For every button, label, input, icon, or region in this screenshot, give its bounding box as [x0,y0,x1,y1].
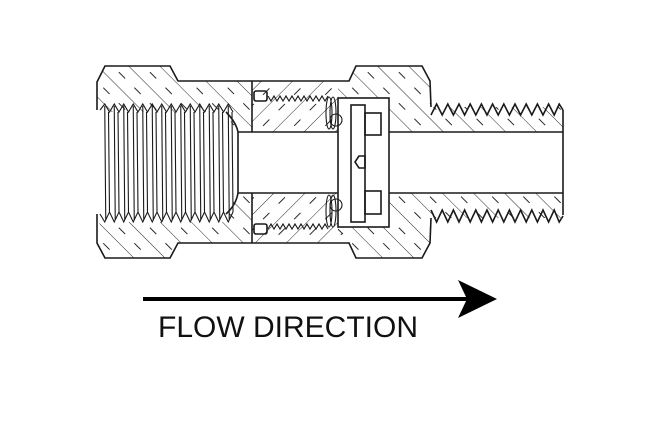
arrow-head-icon [458,280,497,318]
female-body-section [96,65,252,259]
check-valve-poppet [337,97,390,228]
male-body-lower-hatch [338,193,563,258]
poppet-disc [350,104,366,223]
poppet-tip [354,155,366,169]
female-body-lower-hatch [97,193,252,258]
male-body-section [252,65,564,259]
internal-thread-top [267,94,329,103]
flow-bore [238,131,563,194]
male-body-upper-hatch [338,66,563,132]
female-thread [99,102,234,224]
male-thread-top [430,102,564,117]
flow-direction-arrow [143,280,497,318]
insert-upper-hatch [252,81,350,132]
pin-hole-top [253,90,268,102]
female-body-outline [96,65,252,110]
poppet-guide-top [364,112,382,136]
spring-coils-bottom [325,194,343,228]
pin-hole-bottom [253,223,268,235]
flow-direction-label: FLOW DIRECTION [158,311,418,344]
thread-relief [225,111,239,215]
male-thread-bottom [430,208,564,224]
valve-cage [337,97,390,228]
female-body-upper-hatch [97,66,252,132]
insert-lower-hatch [252,193,350,243]
poppet-guide-bottom [364,190,382,215]
male-hex-bottom-outline [252,217,432,259]
male-hex-top-outline [252,65,432,108]
internal-thread-bottom [267,222,329,231]
insert-body-section [251,81,350,243]
female-body-outline-bottom [96,214,252,259]
spring-coils-top [325,96,343,130]
